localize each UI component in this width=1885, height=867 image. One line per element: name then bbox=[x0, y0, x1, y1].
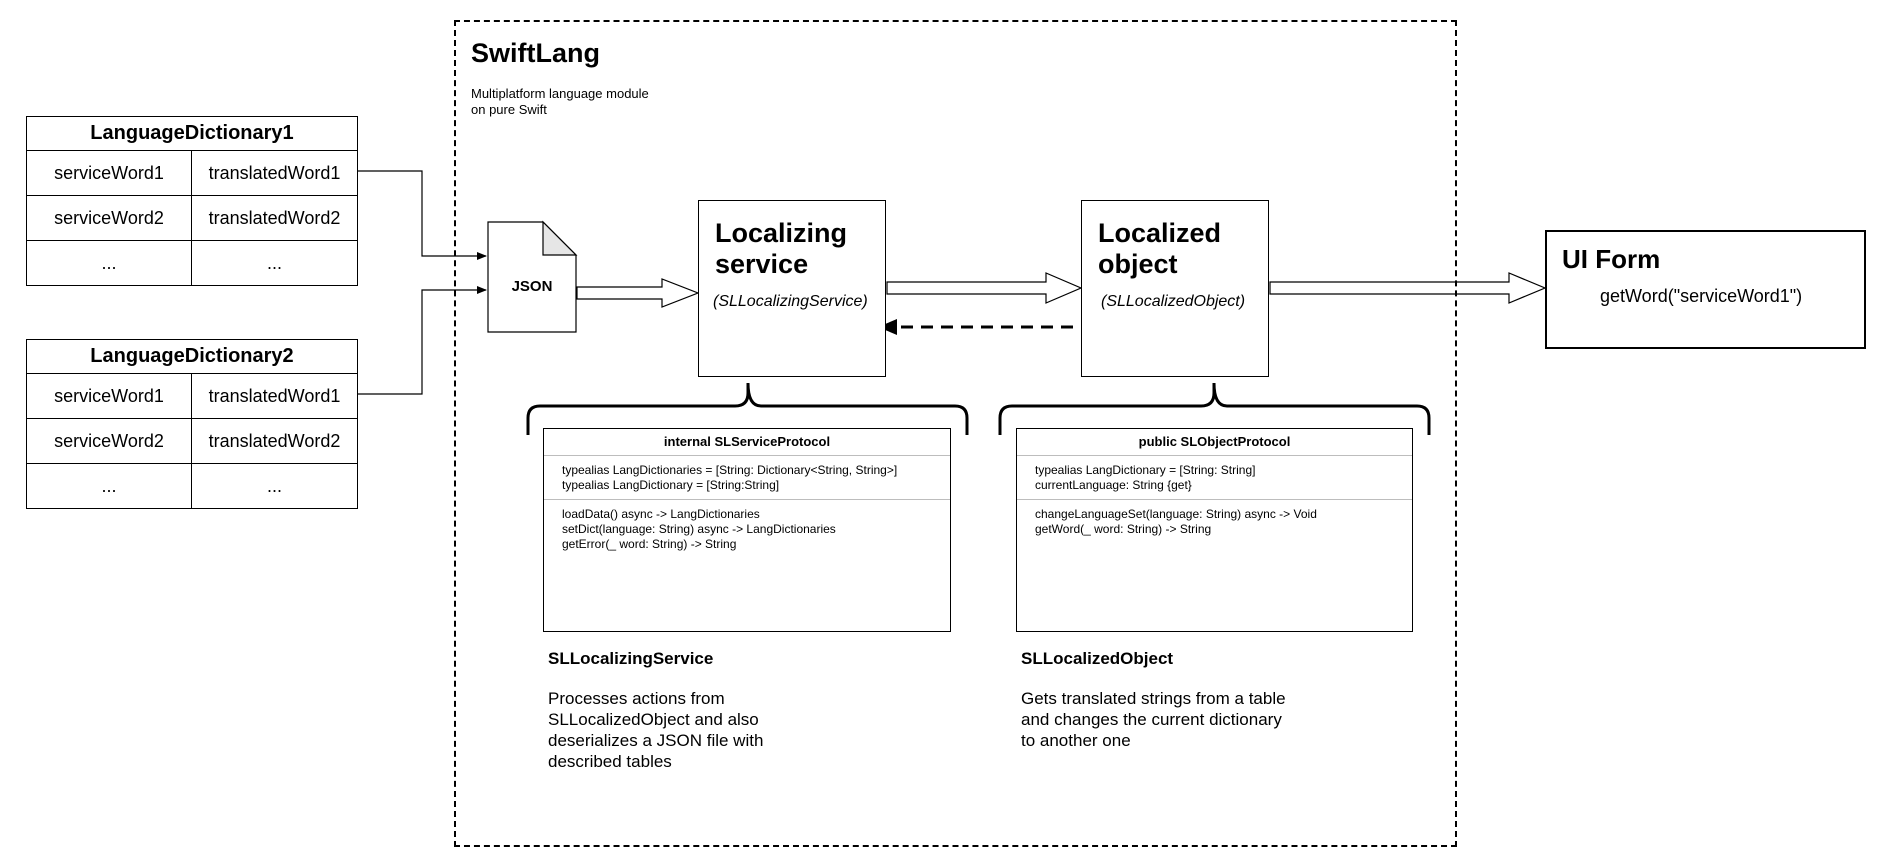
localizing-service-box: Localizing service (SLLocalizingService) bbox=[698, 200, 886, 377]
table-row: ... ... bbox=[26, 240, 358, 286]
dictionary-title: LanguageDictionary1 bbox=[26, 116, 358, 151]
service-protocol-header: internal SLServiceProtocol bbox=[544, 429, 950, 456]
translated-word-cell: ... bbox=[191, 463, 358, 509]
service-word-cell: ... bbox=[26, 463, 192, 509]
object-protocol-properties: typealias LangDictionary = [String: Stri… bbox=[1017, 456, 1412, 500]
translated-word-cell: ... bbox=[191, 240, 358, 286]
object-protocol-methods: changeLanguageSet(language: String) asyn… bbox=[1035, 507, 1317, 536]
swiftlang-module-frame bbox=[454, 20, 1457, 847]
service-description-text: Processes actions from SLLocalizedObject… bbox=[548, 689, 764, 771]
language-dictionary-1-table: LanguageDictionary1 serviceWord1 transla… bbox=[26, 116, 358, 286]
service-protocol-box: internal SLServiceProtocol typealias Lan… bbox=[543, 428, 951, 632]
object-to-uiform-arrow bbox=[1269, 272, 1547, 304]
service-description-title: SLLocalizingService bbox=[548, 649, 714, 668]
table-row: serviceWord2 translatedWord2 bbox=[26, 418, 358, 464]
object-description-title: SLLocalizedObject bbox=[1021, 649, 1174, 668]
service-word-cell: serviceWord1 bbox=[26, 373, 192, 419]
json-to-service-arrow bbox=[576, 278, 700, 308]
service-word-cell: ... bbox=[26, 240, 192, 286]
dictionary-title: LanguageDictionary2 bbox=[26, 339, 358, 374]
service-word-cell: serviceWord1 bbox=[26, 150, 192, 196]
object-protocol-header: public SLObjectProtocol bbox=[1017, 429, 1412, 456]
table-row: serviceWord1 translatedWord1 bbox=[26, 373, 358, 419]
service-word-cell: serviceWord2 bbox=[26, 195, 192, 241]
translated-word-cell: translatedWord1 bbox=[191, 373, 358, 419]
language-dictionary-2-table: LanguageDictionary2 serviceWord1 transla… bbox=[26, 339, 358, 509]
translated-word-cell: translatedWord1 bbox=[191, 150, 358, 196]
translated-word-cell: translatedWord2 bbox=[191, 418, 358, 464]
service-word-cell: serviceWord2 bbox=[26, 418, 192, 464]
table-row: serviceWord1 translatedWord1 bbox=[26, 150, 358, 196]
translated-word-cell: translatedWord2 bbox=[191, 195, 358, 241]
localized-object-box: Localized object (SLLocalizedObject) bbox=[1081, 200, 1269, 377]
json-file-label: JSON bbox=[511, 278, 553, 295]
object-protocol-brace bbox=[998, 382, 1431, 435]
service-protocol-brace bbox=[526, 382, 969, 435]
module-subtitle: Multiplatform language module on pure Sw… bbox=[471, 86, 649, 117]
localizing-service-title: Localizing service bbox=[715, 218, 848, 279]
localized-object-title: Localized object bbox=[1098, 218, 1222, 279]
object-protocol-box: public SLObjectProtocol typealias LangDi… bbox=[1016, 428, 1413, 632]
localized-object-class-name: (SLLocalizedObject) bbox=[1101, 293, 1246, 310]
json-file-icon bbox=[487, 220, 578, 333]
table-row: serviceWord2 translatedWord2 bbox=[26, 195, 358, 241]
service-protocol-properties: typealias LangDictionaries = [String: Di… bbox=[544, 456, 950, 500]
service-protocol-methods: loadData() async -> LangDictionaries set… bbox=[562, 507, 836, 551]
service-to-object-arrow bbox=[886, 272, 1083, 304]
object-description-text: Gets translated strings from a table and… bbox=[1021, 689, 1286, 750]
module-title: SwiftLang bbox=[471, 38, 600, 68]
ui-form-box: UI Form getWord("serviceWord1") bbox=[1545, 230, 1866, 349]
ui-form-call: getWord("serviceWord1") bbox=[1600, 286, 1803, 306]
localizing-service-class-name: (SLLocalizingService) bbox=[713, 293, 868, 310]
ui-form-title: UI Form bbox=[1562, 244, 1661, 274]
table-row: ... ... bbox=[26, 463, 358, 509]
